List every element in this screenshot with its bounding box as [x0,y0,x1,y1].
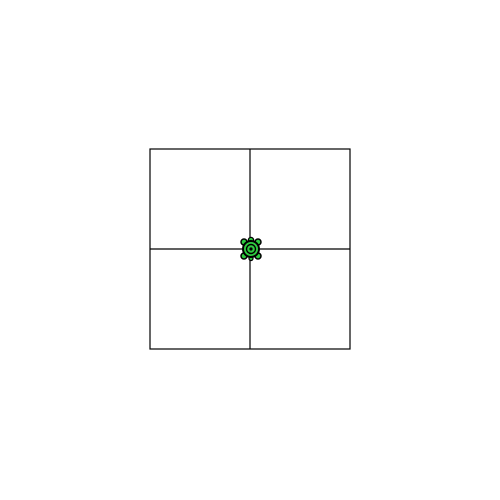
turtle-icon[interactable] [240,236,262,262]
turtle-shell-ring [245,243,257,255]
turtle-shell-center [249,247,253,251]
